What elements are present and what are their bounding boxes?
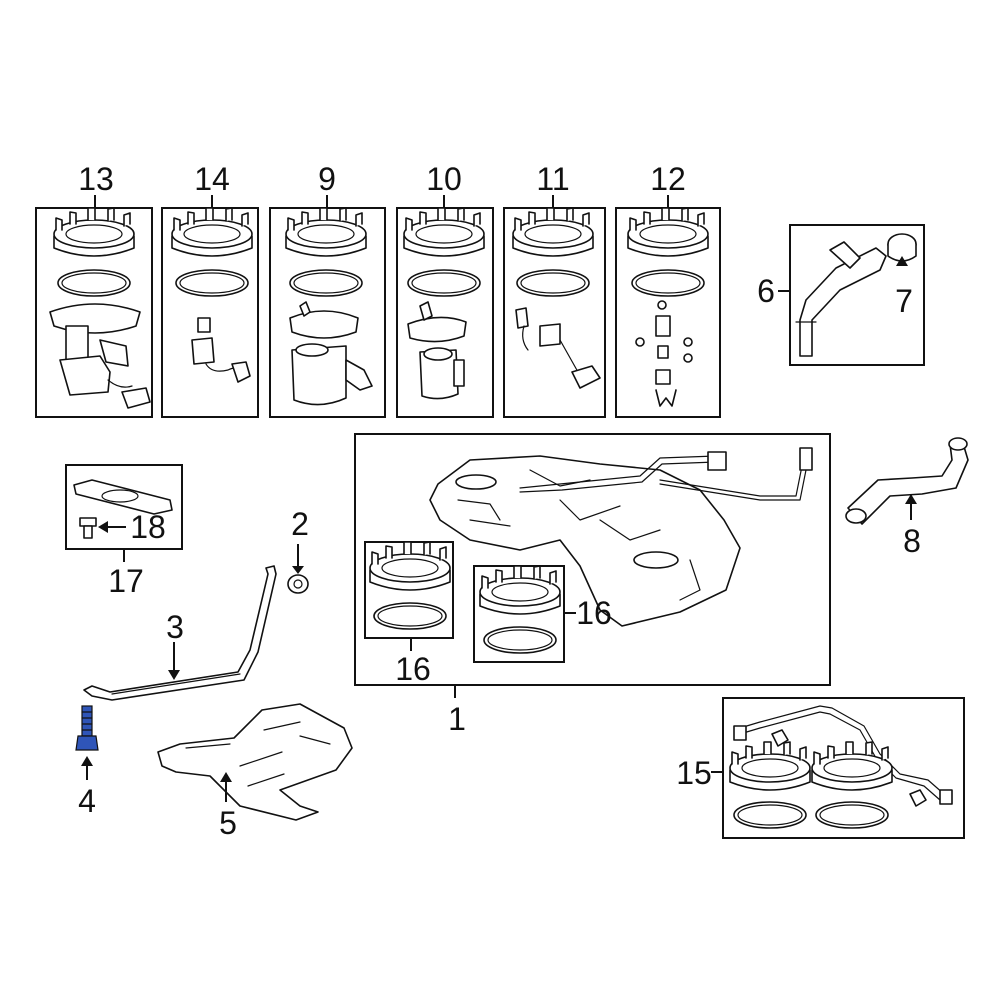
callout-6: 6 <box>757 273 775 309</box>
part-box-11: 11 <box>503 161 606 418</box>
callout-3: 3 <box>166 609 184 645</box>
part-box-16a: 16 <box>364 541 454 687</box>
callout-15: 15 <box>676 755 712 791</box>
callout-5: 5 <box>219 805 237 841</box>
fuel-level-sender-icon <box>515 307 601 389</box>
callout-12: 12 <box>650 161 686 197</box>
fuel-level-sensor-icon <box>191 317 251 383</box>
callout-2: 2 <box>291 506 309 542</box>
part-2: 2 <box>287 506 309 594</box>
callout-17: 17 <box>108 563 144 599</box>
callout-8: 8 <box>903 523 921 559</box>
fuel-pump-assembly-icon <box>49 303 151 409</box>
filler-neck-icon <box>795 241 887 357</box>
part-8: 8 <box>845 437 969 559</box>
bolt-icon <box>75 705 99 751</box>
callout-9: 9 <box>318 161 336 197</box>
access-cover-plate-icon <box>73 479 173 515</box>
callout-1: 1 <box>448 701 466 737</box>
part-box-1: 16 16 1 <box>354 433 831 737</box>
part-box-14: 14 <box>161 161 259 418</box>
callout-18: 18 <box>130 509 166 545</box>
part-box-10: 10 <box>396 161 494 418</box>
callout-4: 4 <box>78 783 96 819</box>
part-5: 5 <box>157 703 353 841</box>
callout-16a: 16 <box>395 651 431 687</box>
fuel-tank-icon <box>429 455 741 627</box>
part-box-15: 15 <box>676 697 965 839</box>
fuel-lines-icon <box>519 447 813 501</box>
heat-shield-icon <box>157 703 353 821</box>
part-4: 4 <box>75 705 99 819</box>
part-box-9: 9 <box>269 161 386 418</box>
vent-tube-icon <box>733 705 953 805</box>
part-box-16b: 16 <box>473 565 612 663</box>
pressure-regulator-kit-icon <box>635 300 693 407</box>
fuel-pump-module-icon <box>289 301 373 406</box>
callout-13: 13 <box>78 161 114 197</box>
callout-16b: 16 <box>576 595 612 631</box>
part-3: 3 <box>83 565 277 701</box>
tank-strap-icon <box>83 565 277 701</box>
callout-7: 7 <box>895 283 913 319</box>
fuel-pump-icon <box>407 301 467 400</box>
screw-icon <box>79 517 97 539</box>
callout-10: 10 <box>426 161 462 197</box>
callout-11: 11 <box>536 161 569 197</box>
part-box-17: 18 17 <box>65 464 183 599</box>
grommet-icon <box>287 574 309 594</box>
part-box-13: 13 <box>35 161 153 418</box>
clip-icon <box>771 729 927 807</box>
part-box-12: 12 <box>615 161 721 418</box>
part-box-6: 6 7 <box>757 224 925 366</box>
callout-14: 14 <box>194 161 230 197</box>
vent-hose-icon <box>845 437 969 525</box>
